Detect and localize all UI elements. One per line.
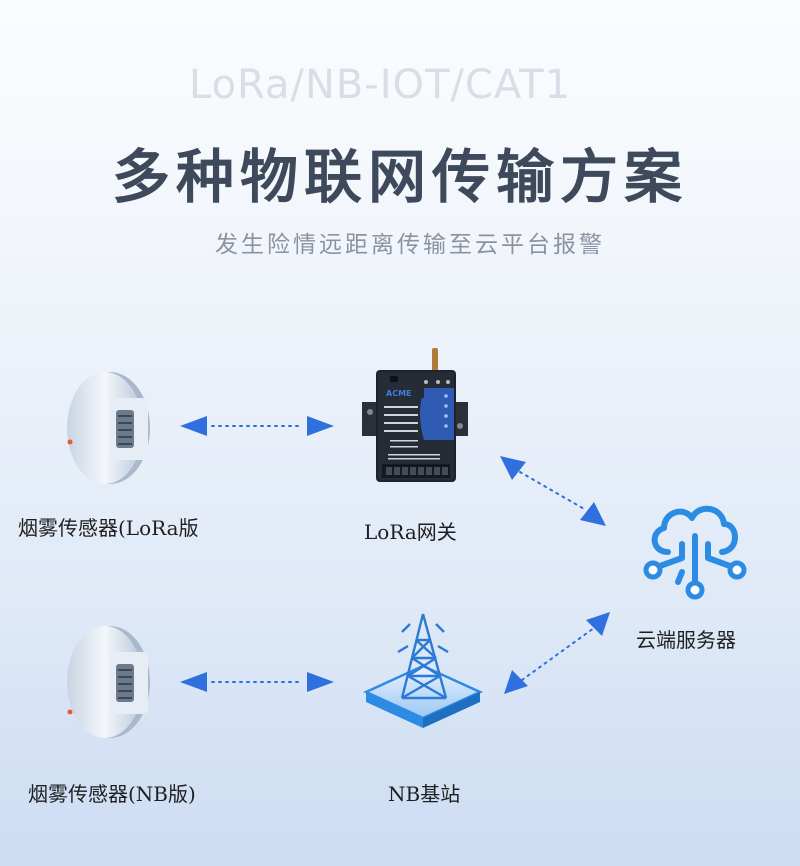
subtitle-english: LoRa/NB-IOT/CAT1 bbox=[188, 62, 571, 108]
smoke-sensor-lora-image bbox=[58, 370, 162, 488]
sensor-lora-label: 烟雾传感器(LoRa版 bbox=[18, 516, 199, 540]
tagline: 发生险情远距离传输至云平台报警 bbox=[215, 232, 605, 258]
arrow-sensor-lora-to-gateway bbox=[180, 416, 334, 436]
gateway-brand: ACME bbox=[386, 389, 412, 398]
arrow-sensor-nb-to-base-station bbox=[180, 672, 334, 692]
arrow-base-station-to-cloud bbox=[504, 612, 610, 694]
page-title: 多种物联网传输方案 bbox=[111, 143, 688, 211]
sensor-nb-label: 烟雾传感器(NB版) bbox=[28, 782, 196, 806]
arrow-gateway-to-cloud bbox=[500, 456, 606, 526]
lora-gateway-device: ACME bbox=[360, 348, 470, 484]
nb-base-station-icon bbox=[358, 610, 488, 740]
cloud-server-icon bbox=[638, 494, 750, 604]
base-station-label: NB基站 bbox=[388, 782, 461, 806]
smoke-sensor-nb-image bbox=[58, 624, 162, 742]
cloud-server-label: 云端服务器 bbox=[636, 628, 736, 652]
gateway-label: LoRa网关 bbox=[364, 520, 457, 544]
